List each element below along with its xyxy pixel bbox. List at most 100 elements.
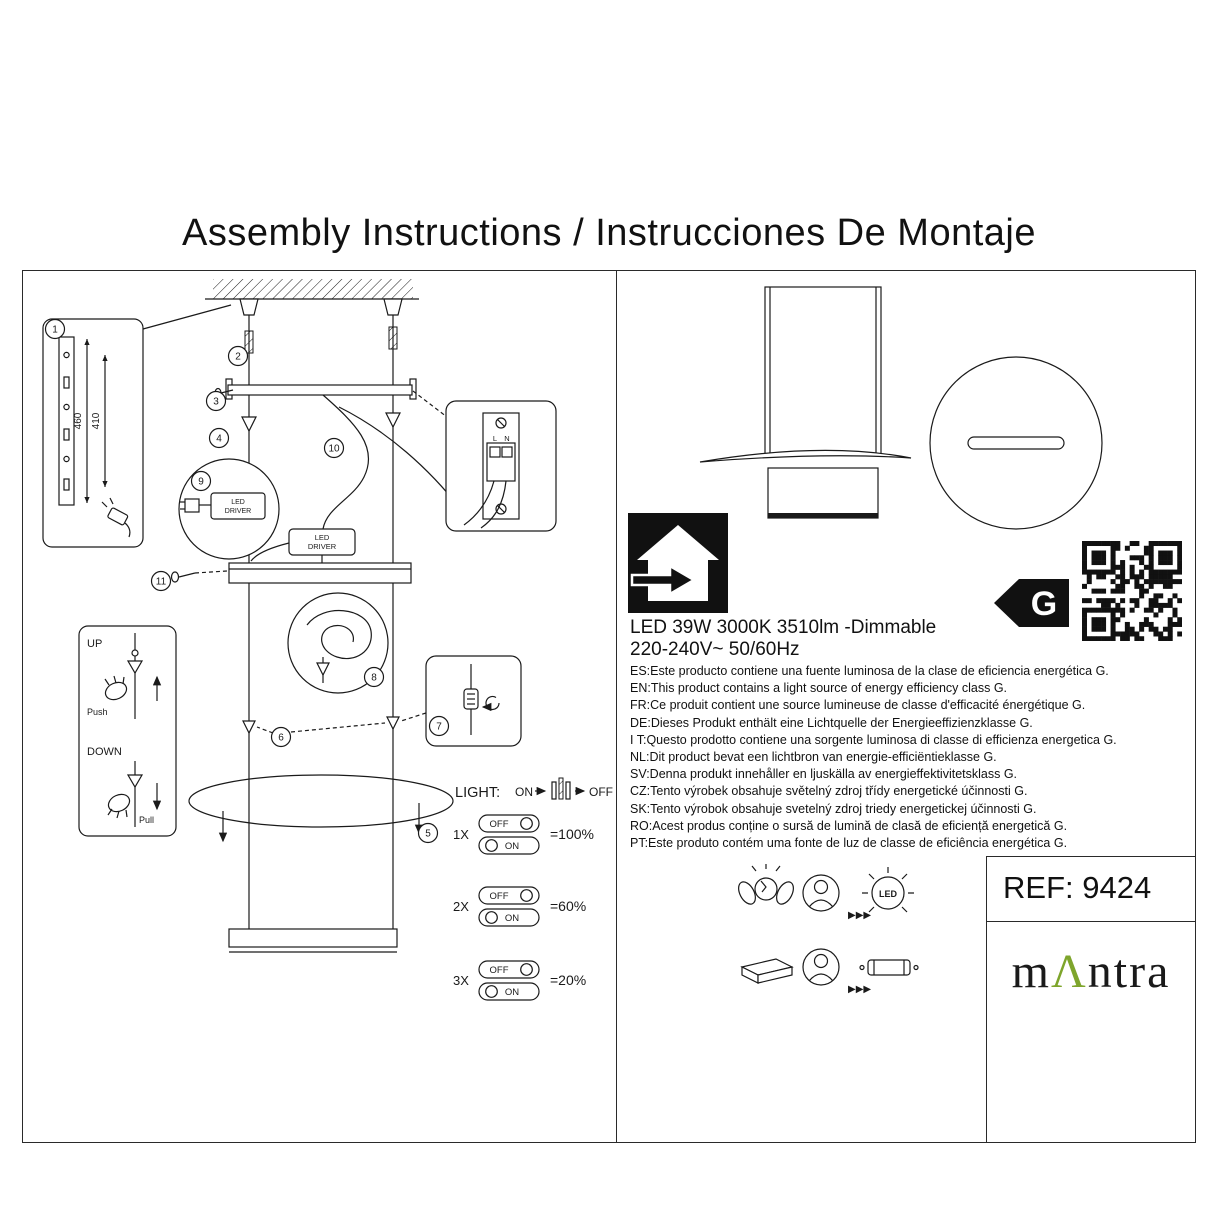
up-label: UP	[87, 638, 102, 650]
product-specs: LED 39W 3000K 3510lm -Dimmable 220-240V~…	[630, 617, 936, 661]
mounting-plate-detail: 460 410	[42, 318, 144, 548]
cable-grip-top	[241, 412, 401, 433]
part-number-labels: 1 2 3 4 5 6 7 8 9 10 11	[44, 318, 450, 844]
page-title: Assembly Instructions / Instrucciones De…	[181, 212, 1036, 254]
lang-line-fr: FR:Ce produit contient une source lumine…	[630, 698, 1086, 713]
switch-row-1: 1X OFF ON =100%	[453, 814, 594, 855]
lang-line-es: ES:Este producto contiene una fuente lum…	[630, 664, 1109, 678]
svg-text:2: 2	[235, 352, 241, 363]
part-label-4: 4	[208, 427, 230, 449]
lang-line-en: EN:This product contains a light source …	[630, 681, 1008, 696]
energy-class-letter: G	[1031, 585, 1057, 623]
svg-text:DRIVER: DRIVER	[308, 542, 337, 551]
switch-row-3: 3X OFF ON =20%	[453, 960, 586, 1001]
ref-number: REF: 9424	[1003, 870, 1152, 905]
led-driver-box: LED DRIVER	[288, 528, 356, 556]
lang-line-sk: SK:Tento výrobok obsahuje svetelný zdroj…	[630, 801, 1037, 816]
svg-text:8: 8	[371, 673, 377, 684]
hand-icon-pull	[107, 793, 131, 813]
svg-text:7: 7	[436, 722, 442, 733]
terminal-l-label: L	[493, 434, 497, 443]
terminal-n-label: N	[504, 434, 509, 443]
part-label-9: 9	[190, 470, 212, 492]
svg-text:6: 6	[278, 733, 284, 744]
screw-icon-11	[170, 570, 228, 583]
svg-text:LED: LED	[315, 533, 330, 542]
lang-line-cz: CZ:Tento výrobek obsahuje světelný zdroj…	[630, 784, 1028, 799]
detail-box-grip	[400, 655, 522, 747]
part-label-3: 3	[205, 390, 227, 412]
updown-instructions: UP Push DOWN Pull	[78, 625, 177, 837]
dimension-label-410: 410	[91, 412, 102, 429]
top-view	[929, 356, 1103, 530]
indoor-use-icon	[628, 513, 728, 613]
wall-anchor-icons	[244, 326, 398, 354]
service-icons: ▶▶▶ LED ▶▶▶	[738, 864, 919, 995]
svg-text:OFF: OFF	[490, 819, 509, 830]
driver-package-icon	[740, 958, 794, 984]
svg-text:ON: ON	[505, 841, 519, 852]
assembly-diagram: LED DRIVER	[42, 279, 613, 1001]
light-off-label: OFF	[589, 785, 613, 799]
main-frame: LED DRIVER	[22, 270, 1196, 1143]
right-panel: G LED 39W 3000K 3510lm -Dimmable 220-240…	[618, 271, 1195, 1142]
light-on-label: ON	[515, 785, 533, 799]
lang-line-nl: NL:Dit product bevat een lichtbron van e…	[630, 750, 997, 765]
hand-icon-push	[104, 681, 128, 701]
arrow-into-house-icon	[630, 563, 697, 597]
svg-text:1: 1	[52, 325, 58, 336]
plug-icon	[101, 497, 131, 538]
svg-text:OFF: OFF	[490, 891, 509, 902]
svg-text:5: 5	[425, 829, 431, 840]
glass-diffuser	[188, 774, 454, 828]
mounting-bar	[225, 378, 417, 400]
switch-row-2: 2X OFF ON =60%	[453, 886, 586, 927]
technician-icon-2	[802, 948, 840, 986]
part-label-11: 11	[150, 570, 172, 592]
led-driver-icon	[859, 959, 919, 976]
ceiling-bracket	[239, 298, 403, 316]
leader-line-terminal	[412, 390, 448, 418]
lang-line-it: I T:Questo prodotto contiene una sorgent…	[630, 732, 1117, 747]
svg-text:=100%: =100%	[550, 826, 594, 842]
light-bar	[228, 928, 398, 953]
power-cable	[322, 394, 370, 530]
part-label-1: 1	[44, 318, 66, 340]
svg-text:=60%: =60%	[550, 898, 586, 914]
lang-line-ro: RO:Acest produs conține o sursă de lumin…	[630, 818, 1068, 833]
light-label: LIGHT:	[455, 785, 500, 801]
lower-arrows	[218, 803, 424, 843]
product-views	[699, 286, 1103, 530]
qr-code	[1082, 541, 1182, 641]
lang-line-sv: SV:Denna produkt innehåller en ljuskälla…	[630, 767, 1018, 782]
brand-post: ntra	[1087, 945, 1171, 998]
pull-label: Pull	[139, 815, 154, 825]
wall-switch-icon	[551, 777, 571, 800]
push-label: Push	[87, 707, 108, 717]
part-label-2: 2	[227, 345, 249, 367]
svg-text:3: 3	[213, 397, 219, 408]
svg-text:2X: 2X	[453, 899, 469, 914]
driver-cable	[250, 542, 290, 562]
part-label-8: 8	[363, 666, 385, 688]
svg-text:9: 9	[198, 477, 204, 488]
svg-text:ON: ON	[505, 913, 519, 924]
cable-grip-mid	[242, 716, 400, 735]
arrows-label: ▶▶▶	[848, 910, 871, 921]
detail-circle-cable-loop	[287, 592, 389, 694]
energy-statements: ES:Este producto contiene una fuente lum…	[630, 663, 1192, 852]
svg-text:4: 4	[216, 434, 222, 445]
panel-divider	[616, 271, 617, 1142]
front-view	[699, 286, 912, 519]
brand-caret: Λ	[1050, 945, 1088, 998]
svg-text:OFF: OFF	[490, 965, 509, 976]
svg-text:LED: LED	[231, 499, 245, 506]
svg-text:1X: 1X	[453, 827, 469, 842]
energy-class-tag: G	[994, 579, 1069, 627]
svg-text:10: 10	[328, 444, 340, 455]
svg-text:DRIVER: DRIVER	[225, 508, 251, 515]
down-label: DOWN	[87, 746, 122, 758]
svg-text:=20%: =20%	[550, 972, 586, 988]
part-label-7: 7	[428, 715, 450, 737]
